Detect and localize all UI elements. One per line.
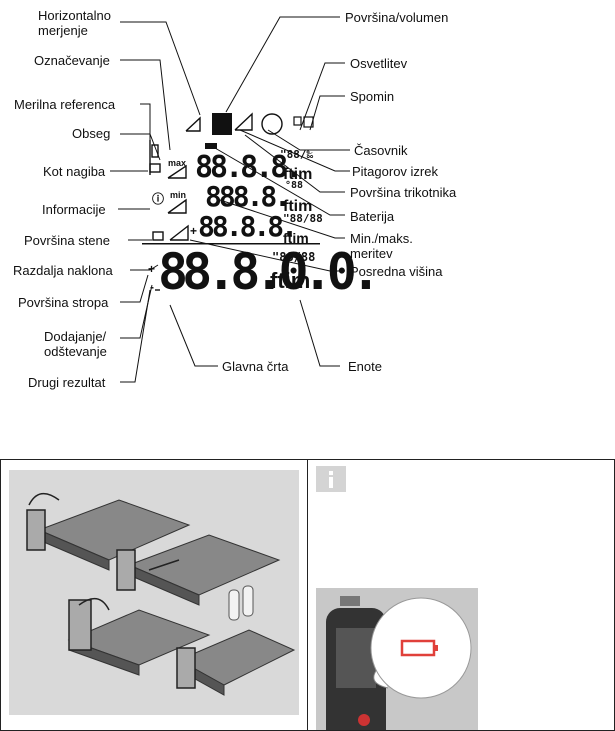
label-pythagoras: Pitagorov izrek [352, 164, 438, 179]
label-memory: Spomin [350, 89, 395, 104]
label-reference: Merilna referenca [14, 97, 116, 112]
label-clock: Časovnik [354, 143, 408, 158]
label-ceiling-area: Površina stropa [18, 295, 109, 310]
label-tilt: Kot nagiba [43, 164, 106, 179]
lcd-max-label: max [168, 158, 187, 168]
label-area-volume: Površina/volumen [345, 10, 449, 25]
lcd-row-1-sup: "88/‰ [280, 148, 314, 161]
label-second-result: Drugi rezultat [28, 375, 106, 390]
info-icon-glyph [329, 471, 333, 488]
lcd-row-1: 88.8.8. [195, 150, 303, 185]
label-indirect-height: Posredna višina [350, 264, 443, 279]
label-slope-distance: Razdalja naklona [13, 263, 113, 278]
table-cell-left [1, 460, 308, 730]
lcd-main-unit: ftim [270, 268, 311, 293]
battery-replacement-illustration [9, 470, 299, 715]
label-triangle-area: Površina trikotnika [350, 185, 457, 200]
lcd-row-2: 888.8. [205, 180, 291, 213]
label-main-line: Glavna črta [222, 359, 289, 374]
lcd-row-3-unit: ftim [283, 230, 309, 246]
label-units: Enote [348, 359, 382, 374]
label-minmax: Min./maks. meritev [350, 231, 413, 261]
label-info: Informacije [42, 202, 106, 217]
label-backlight: Osvetlitev [350, 56, 408, 71]
leader-lines [110, 16, 350, 383]
label-wall-area: Površina stene [24, 233, 110, 248]
lcd-minus-main: - [150, 280, 154, 294]
label-horizontal: Horizontalno merjenje [38, 8, 111, 38]
backlight-icon [293, 116, 302, 126]
memory-icon [303, 116, 314, 128]
battery-indicator-icon [205, 143, 217, 149]
lcd-min-label: min [170, 190, 187, 200]
lcd-row-3-sup: "88/88 [283, 212, 323, 225]
table-cell-right [308, 460, 614, 730]
info-icon [316, 466, 346, 492]
instruction-table [0, 459, 615, 731]
device-drawing [326, 596, 472, 730]
lcd-row-2-sup: °88 [285, 180, 304, 191]
label-battery: Baterija [350, 209, 395, 224]
device-battery-photo [316, 588, 478, 730]
label-add-subtract: Dodajanje/ odštevanje [44, 329, 107, 359]
lcd-plus-sign: + [190, 224, 198, 238]
battery-steps-drawing [26, 492, 296, 696]
lcd-main-line: 88.8.0.0. [158, 243, 381, 301]
lcd-row-1-unit: ftim [283, 166, 313, 183]
lcd-main-sup: "88/88 [272, 250, 316, 264]
label-marking: Označevanje [34, 53, 110, 68]
cube-icon [212, 113, 232, 135]
label-range: Obseg [72, 126, 111, 141]
lcd-display-diagram: 88.8.8. "88/‰ ftim 888.8. °88 ftim 88.8.… [13, 8, 457, 390]
lcd-plus-main: + [148, 262, 156, 276]
lcd-row-2-unit: ftim [283, 198, 313, 215]
lcd-row-3: 88.8.8. [198, 210, 298, 243]
lcd-info-glyph: ⓘ [152, 192, 165, 206]
